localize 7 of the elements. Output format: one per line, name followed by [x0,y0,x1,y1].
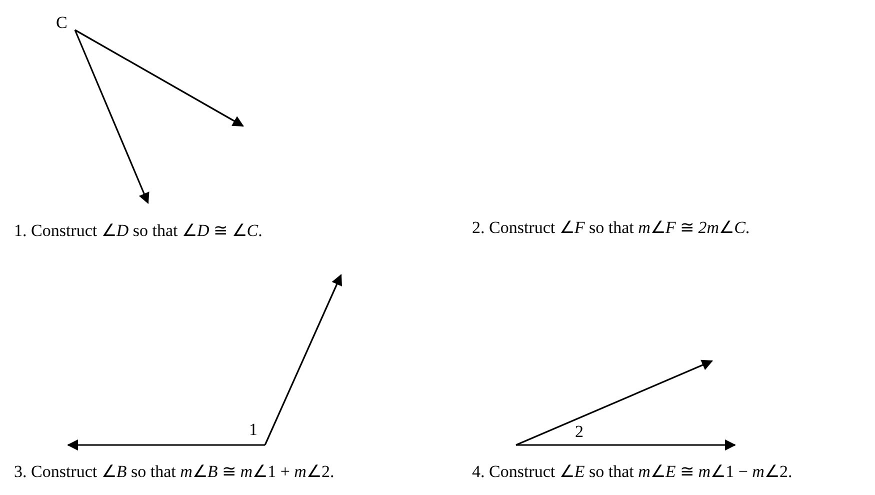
angle-number: 2 [575,422,584,442]
problem-text: 3. Construct ∠B so that m∠B ≅ m∠1 + m∠2. [14,462,334,482]
problem-text: 4. Construct ∠E so that m∠E ≅ m∠1 − m∠2. [472,462,792,482]
vertex-label: C [56,13,68,33]
problem-text: 1. Construct ∠D so that ∠D ≅ ∠C. [14,221,262,241]
angle-number: 1 [249,420,258,440]
problem-text: 2. Construct ∠F so that m∠F ≅ 2m∠C. [472,218,750,238]
